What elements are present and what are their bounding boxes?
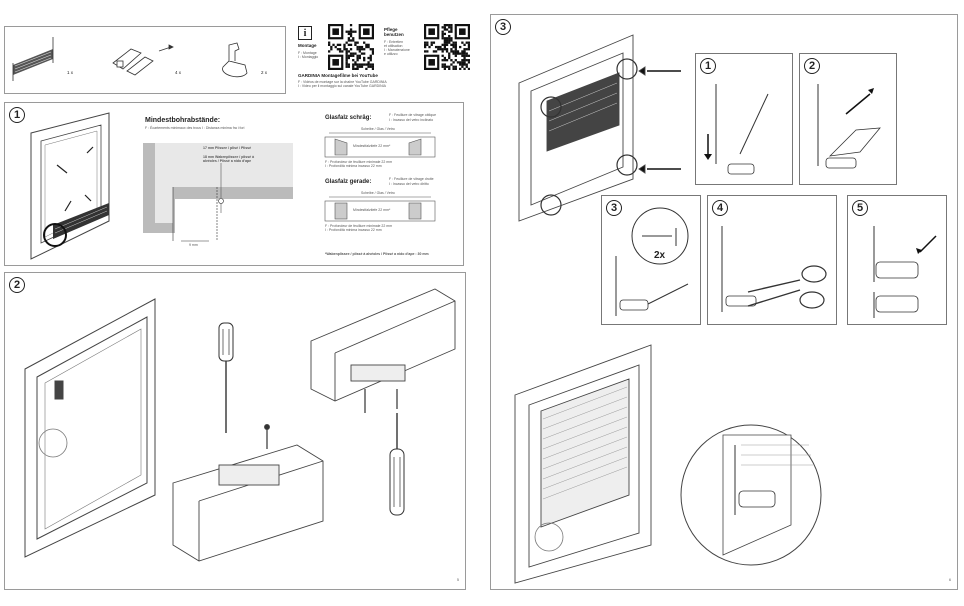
glass-straight-sub-2: I : Incasso del vetro diritto <box>389 182 429 186</box>
screwdriver-icon-2 <box>389 413 405 516</box>
glass-straight-title: Glasfalz gerade: <box>325 179 372 185</box>
distance-label: 9 mm <box>189 243 198 247</box>
pflege-title-2: benutzen <box>384 32 404 37</box>
substep-4-number: 4 <box>712 200 728 216</box>
step-3-number: 3 <box>495 19 511 35</box>
substep-2-box: 2 <box>799 53 897 185</box>
substep-3-box: 3 2x <box>601 195 701 325</box>
zoom-detail-icon <box>680 424 822 566</box>
glass-box-label-2: Scheibe / Glas / Vetro <box>361 191 395 195</box>
note-plissee: 17 mm Plissee / plisé / Plissé <box>203 146 252 150</box>
pflege-line-2: et utilisation <box>384 44 403 48</box>
glass-box-label-1: Scheibe / Glas / Vetro <box>361 127 395 131</box>
glass-slanted-title: Glasfalz schräg: <box>325 115 372 121</box>
pflege-line-3: I : Manutenzione <box>384 48 410 52</box>
blind-quantity: 1 x <box>67 70 74 75</box>
depth-sub-1b: I : Profondità minima incasso 22 mm <box>325 164 382 168</box>
depth-sub-2b: I : Profondità minima incasso 22 mm <box>325 228 382 232</box>
step-1-illustration <box>30 112 436 260</box>
step-3-illustration <box>514 34 822 584</box>
depth-label-2: Mindestfalztiefe 22 mm* <box>353 208 391 212</box>
page-number-right: 6 <box>949 578 951 582</box>
twice-label: 2x <box>654 250 666 261</box>
mindestbohr-heading: Mindestbohrabstände: <box>145 117 221 124</box>
substep-3-illustration <box>615 207 689 316</box>
youtube-line-1: F : Vidéos de montage sur la chaîne YouT… <box>298 80 387 84</box>
bracket-part-icon <box>222 42 248 78</box>
pflege-qr-code <box>424 24 470 70</box>
step-3-panel: 3 <box>490 14 958 590</box>
substep-1-box: 1 <box>695 53 793 185</box>
glass-slanted-diagram-icon <box>324 132 436 158</box>
page-number-left: 5 <box>457 578 459 582</box>
montage-title: Montage <box>298 43 317 48</box>
clip-part-icon <box>112 44 174 76</box>
qr-pattern-pflege <box>424 24 470 70</box>
glass-straight-sub-1: F : Feuillure de vitrage droite <box>389 177 434 181</box>
note-wabenplissee: 18 mm Wabenplissee / plissé à alvéoles /… <box>203 155 255 163</box>
mindestbohr-subheading: F : Écartements minimaux des trous I : D… <box>145 126 245 130</box>
window-frame-icon <box>24 298 156 558</box>
bracket-quantity: 2 x <box>261 70 268 75</box>
info-block: i Montage F : Montage I : Montaggio Pfle… <box>296 24 472 96</box>
youtube-title: GARDINIA Montagefilme bei YouTube <box>298 73 378 78</box>
depth-sub-1a: F : Profondeur de feuillure minimale 22 … <box>325 160 393 164</box>
montage-line-1: F : Montage <box>298 51 317 55</box>
pflege-title: Pflege <box>384 27 398 32</box>
window-frame-icon <box>30 112 110 260</box>
substep-4-box: 4 <box>707 195 837 325</box>
glass-slanted-sub-2: I : Incasso del vetro inclinato <box>389 118 434 122</box>
clip-quantity: 4 x <box>175 70 182 75</box>
blind-part-icon <box>12 37 54 81</box>
scissors-icon <box>721 226 827 312</box>
substep-3-number: 3 <box>606 200 622 216</box>
substep-2-illustration <box>817 84 881 169</box>
substep-2-number: 2 <box>804 58 820 74</box>
substep-1-illustration <box>704 84 769 175</box>
montage-line-2: I : Montaggio <box>298 55 319 59</box>
step-2-number: 2 <box>9 277 25 293</box>
step-1-panel: 1 <box>4 102 464 266</box>
parts-panel: 1 x 4 x 2 x <box>4 26 286 94</box>
substep-5-illustration <box>873 226 937 318</box>
window-with-blind-icon <box>518 34 681 222</box>
parts-illustration <box>12 37 248 81</box>
pflege-line-1: F : Entretien <box>384 40 404 44</box>
info-icon: i <box>298 26 312 40</box>
depth-sub-2a: F : Profondeur de feuillure minimale 22 … <box>325 224 393 228</box>
depth-label-1: Mindestfalztiefe 22 mm* <box>353 144 391 148</box>
montage-qr-code <box>328 24 374 70</box>
bracket-block-icon <box>172 424 324 562</box>
youtube-line-2: I : Video per il montaggio sul canale Yo… <box>298 84 386 88</box>
footnote: *Wabenplissee / plissé à alvéoles / Plis… <box>325 252 429 256</box>
pflege-line-4: e utilizzo <box>384 52 398 56</box>
wall-block-icon <box>310 288 456 413</box>
large-window-icon <box>514 344 652 584</box>
glass-straight-diagram-icon <box>324 196 436 222</box>
qr-pattern-montage <box>328 24 374 70</box>
corner-detail-icon <box>143 143 293 242</box>
step-2-panel: 2 <box>4 272 466 590</box>
step-2-illustration <box>24 288 456 562</box>
screwdriver-icon <box>218 322 234 433</box>
substep-1-number: 1 <box>700 58 716 74</box>
substep-5-box: 5 <box>847 195 947 325</box>
step-1-number: 1 <box>9 107 25 123</box>
glass-slanted-sub-1: F : Feuillure de vitrage oblique <box>389 113 437 117</box>
substep-5-number: 5 <box>852 200 868 216</box>
